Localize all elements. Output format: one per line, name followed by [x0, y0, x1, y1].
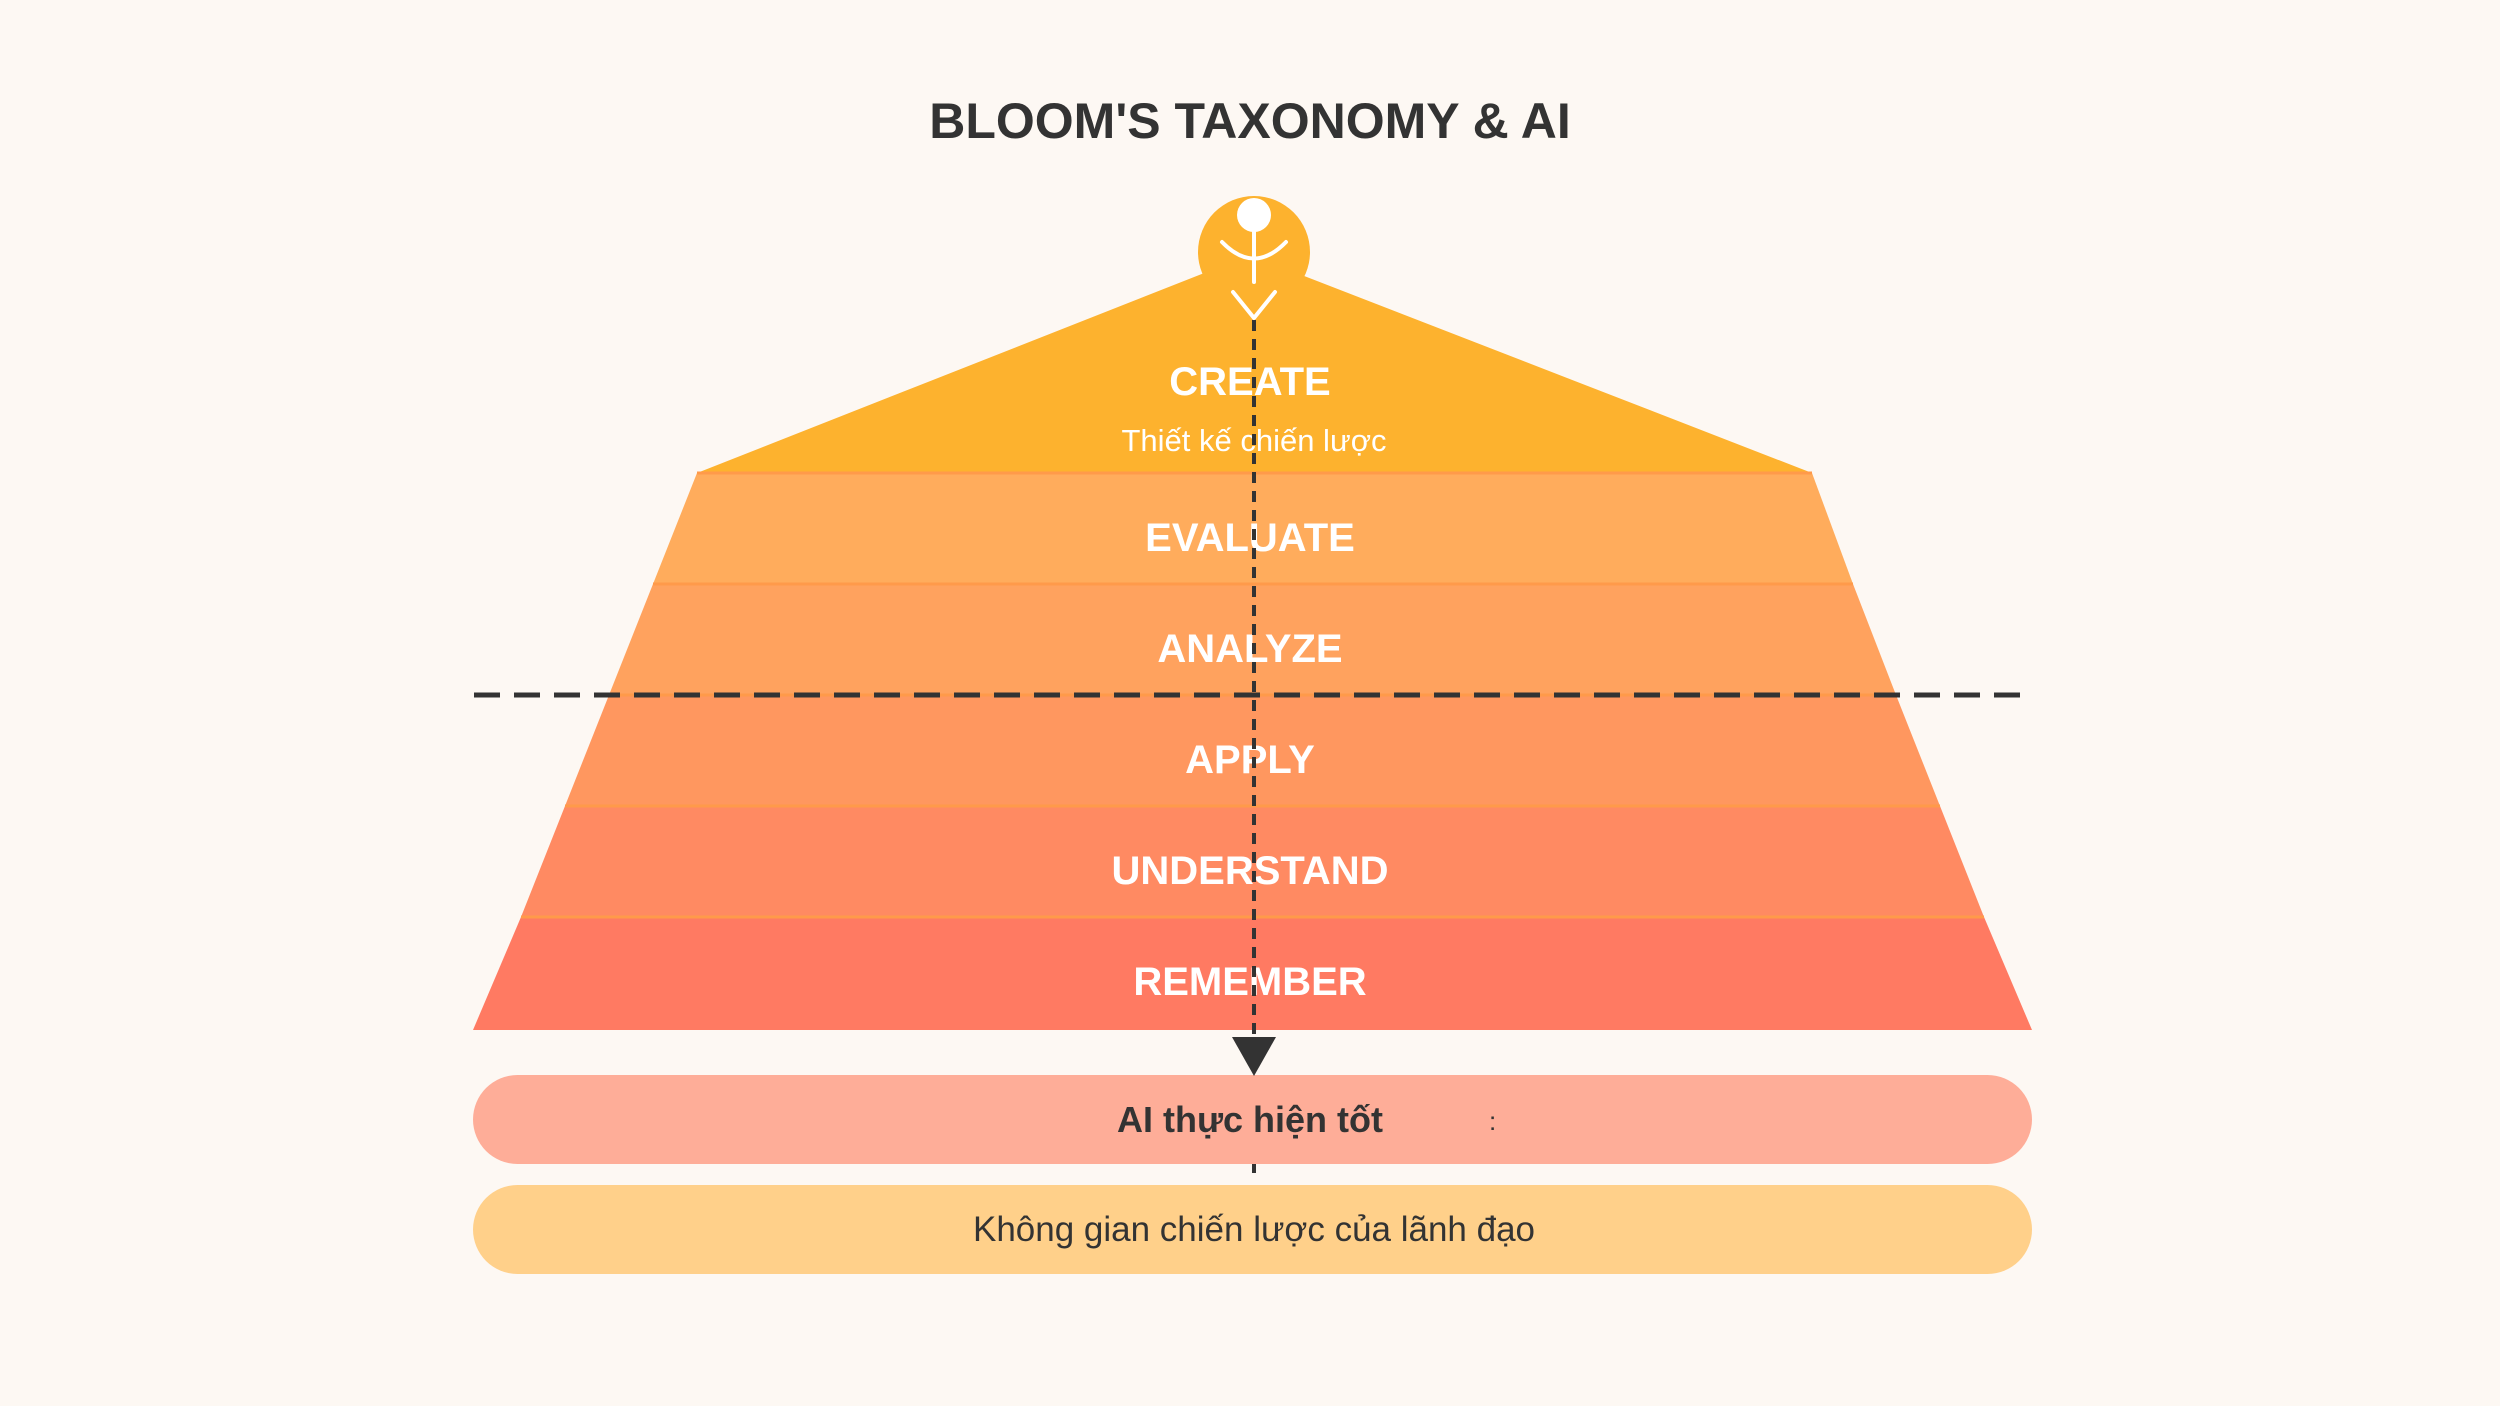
- level-evaluate-shape: [653, 473, 1853, 584]
- level-apply-label: APPLY: [1185, 738, 1315, 782]
- person-arrow-icon: [1198, 196, 1310, 320]
- page-title: BLOOM'S TAXONOMY & AI: [929, 93, 1571, 149]
- level-apply-shape: [565, 695, 1940, 806]
- level-analyze-label: ANALYZE: [1157, 627, 1342, 671]
- level-evaluate-label: EVALUATE: [1145, 516, 1355, 560]
- leadership-band: [473, 1185, 2032, 1274]
- level-remember-label: REMEMBER: [1133, 960, 1366, 1004]
- ai-band-label: AI thực hiện tốt: [1117, 1099, 1383, 1140]
- level-understand-label: UNDERSTAND: [1111, 849, 1388, 893]
- ai-band-suffix: :: [1489, 1106, 1496, 1136]
- level-analyze-shape: [609, 584, 1896, 695]
- arrow-head-icon: [1232, 1037, 1276, 1076]
- level-create-label: CREATE: [1169, 360, 1330, 404]
- leadership-band-label: Không gian chiến lược của lãnh đạo: [973, 1210, 1535, 1249]
- ai-band: [473, 1075, 2032, 1164]
